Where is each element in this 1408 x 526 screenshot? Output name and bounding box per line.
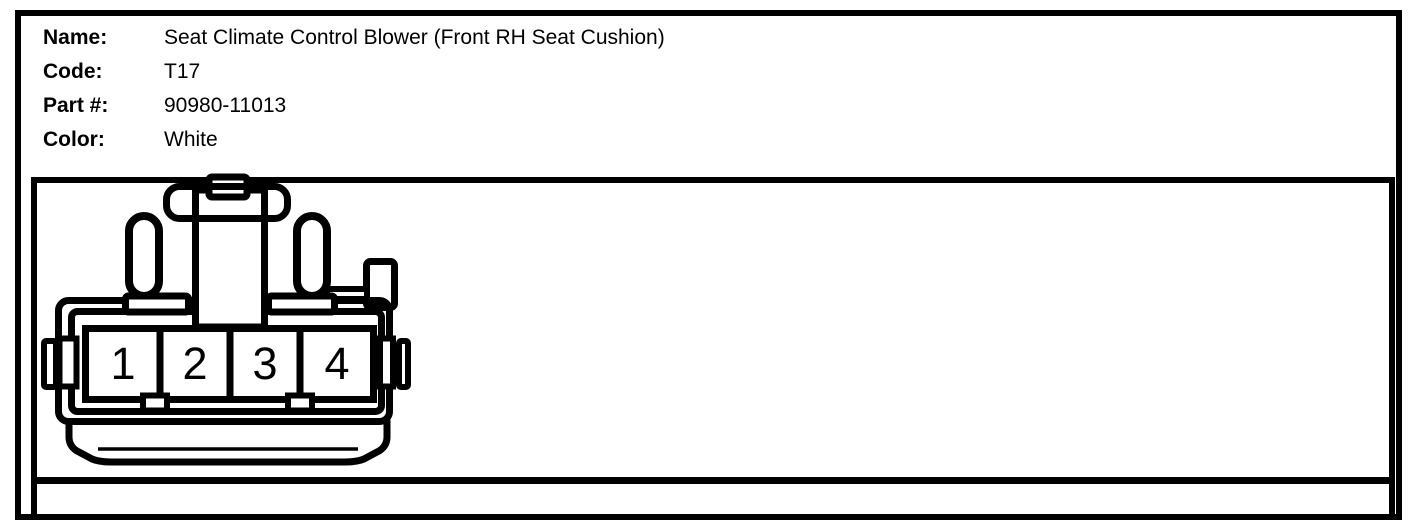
name-value: Seat Climate Control Blower (Front RH Se… (164, 26, 665, 49)
pin-4-label: 4 (324, 338, 349, 389)
code-label: Code: (43, 60, 103, 83)
field-row-part-number: Part #: 90980-11013 (43, 89, 665, 123)
code-value: T17 (164, 60, 201, 83)
right-ear-inner (377, 335, 396, 390)
pin-key-tab-left (140, 392, 170, 414)
pin-key-tab-right (285, 392, 315, 414)
left-ear-outer (41, 338, 59, 390)
right-ear-outer (396, 338, 411, 390)
color-value: White (164, 128, 218, 151)
empty-footer-row (37, 484, 1389, 514)
pin-1-label: 1 (110, 338, 135, 389)
pin-separators (156, 325, 304, 403)
field-row-color: Color: White (43, 123, 665, 157)
small-prong (363, 258, 398, 311)
top-cap (163, 183, 291, 222)
connector-stem (192, 186, 268, 331)
left-ear-inner (56, 335, 80, 390)
color-label: Color: (43, 128, 105, 151)
part-number-value: 90980-11013 (164, 94, 287, 117)
connector-header: Name: Seat Climate Control Blower (Front… (43, 21, 665, 157)
part-number-label: Part #: (43, 94, 109, 117)
field-row-name: Name: Seat Climate Control Blower (Front… (43, 21, 665, 55)
name-label: Name: (43, 26, 108, 49)
right-prong-collar (265, 292, 338, 316)
right-prong (293, 212, 331, 300)
pin-3-label: 3 (252, 338, 277, 389)
panel-row-divider (37, 477, 1389, 484)
pin-2-label: 2 (182, 338, 207, 389)
left-prong (125, 212, 163, 300)
bottom-skirt (65, 420, 391, 466)
left-prong-collar (122, 292, 192, 316)
field-row-code: Code: T17 (43, 55, 665, 89)
